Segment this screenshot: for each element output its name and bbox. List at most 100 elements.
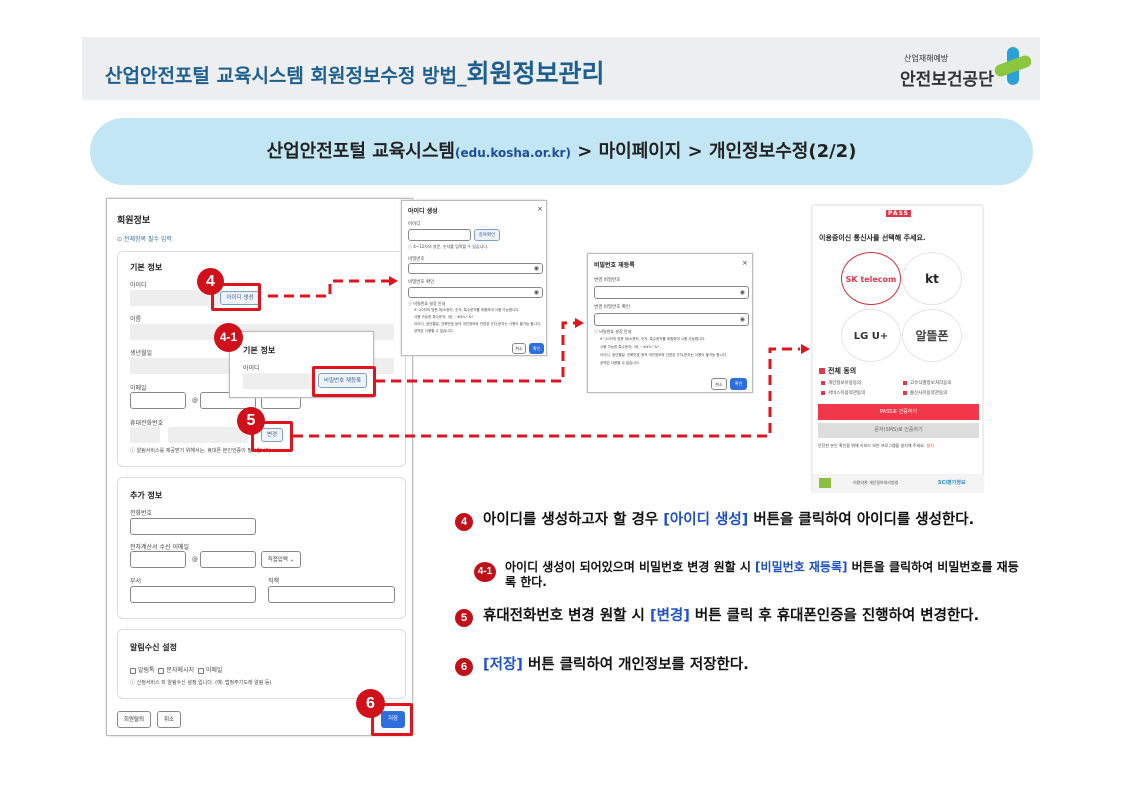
sms-auth-button[interactable]: 문자(SMS)로 인증하기 [818,423,979,438]
email-at: @ [192,397,198,404]
carrier-skt[interactable]: SK telecom [841,252,901,305]
phone-number-field [168,427,248,443]
pass-prompt: 이용중이신 통신사를 선택해 주세요. [819,234,926,242]
guide-item: 아이디, 생년월일, 전화번호 등의 개인정보와 관련된 숫자,문자는 사용이 … [414,322,542,326]
title-prefix: 산업안전포털 교육시스템 회원정보수정 방법_ [105,65,467,87]
highlight-save [371,703,413,736]
alarm-talk-checkbox[interactable]: 알림톡 [130,667,155,674]
arrow-icon [389,276,398,286]
modal-id-input[interactable] [408,229,471,241]
alarm-email-checkbox[interactable]: 이메일 [197,667,222,674]
email-local-input[interactable] [130,392,186,409]
phone-note: ⓘ 알림서비스를 제공받기 위해서는, 휴대폰 본인인증이 필요합니다. [130,448,272,454]
cancel-button[interactable]: 취소 [157,711,181,728]
agreement-item[interactable]: 통신사이용약관동의 [903,390,947,396]
modal-cancel-button[interactable]: 취소 [711,378,727,390]
pw-confirm-input[interactable]: ◉ [408,287,543,298]
logo-text: 안전보건공단 [900,70,994,90]
tax-email-domain-input[interactable] [200,551,256,568]
breadcrumb-path: > 마이페이지 > 개인정보수정(2/2) [570,141,857,162]
carrier-kt[interactable]: kt [902,252,962,305]
instruction-badge-4-1: 4-1 [474,562,496,582]
alarm-note: ⓘ 신청서비스 외 알림수신 설정 입니다. (예: 법정주기도래 알림 등) [130,680,272,686]
chevron-down-icon: ⌄ [289,557,295,563]
guide-item: 아이디, 생년월일, 전화번호 등의 개인정보와 관련된 숫자,문자는 사용이 … [600,353,728,357]
modal-cancel-button[interactable]: 취소 [512,343,526,354]
change-phone-button[interactable]: 변경 [261,428,283,442]
pass-footer: 이용약관 개인정보처리방침 SCI평가정보 [813,474,984,493]
modal-ok-button[interactable]: 확인 [730,378,747,390]
carrier-mvno[interactable]: 알뜰폰 [902,309,962,362]
tax-email-label: 전자계산서 수신 이메일 [130,544,190,551]
carrier-lgu[interactable]: LG U+ [841,309,901,362]
breadcrumb-site: 산업안전포털 교육시스템 [266,141,455,162]
instruction-badge-5: 5 [455,609,473,627]
pass-auth-screenshot: PASS 이용중이신 통신사를 선택해 주세요. SK telecom kt L… [812,205,984,493]
install-link[interactable]: 설치 [926,443,934,448]
create-id-button[interactable]: 아이디 생성 [220,291,260,305]
withdraw-button[interactable]: 회원탈퇴 [117,711,151,728]
guide-item: 공백은 사용할 수 없습니다. [600,361,640,365]
name-label: 이름 [130,316,142,323]
modal-title: 아이디 생성 [408,208,438,215]
breadcrumb-url: (edu.kosha.or.kr) [455,146,571,160]
agreement-item[interactable]: 고유식별정보처리동의 [903,380,951,386]
new-pw-input[interactable]: ◉ [594,286,749,299]
instruction-4-1: 아이디 생성이 되어있으며 비밀번호 변경 원할 시 [비밀번호 재등록] 버튼… [505,560,1019,589]
alarm-options: 알림톡 문자메시지 이메일 [130,665,222,674]
guide-title: ⓘ 비밀번호 설정 안내 [408,301,446,306]
tel-input[interactable] [130,518,256,535]
alarm-title: 알림수신 설정 [130,643,177,652]
tax-email-select[interactable]: 직접입력 ⌄ [261,551,301,568]
pw-input[interactable]: ◉ [408,263,543,274]
position-input[interactable] [268,586,395,603]
arrow-icon [575,318,584,328]
repw-button[interactable]: 비밀번호 재등록 [318,373,367,388]
kosha-cross-logo-icon [994,47,1032,85]
footer-links[interactable]: 이용약관 개인정보처리방침 [853,480,899,485]
agreement-item[interactable]: 서비스이용약관동의 [821,390,865,396]
modal-id-label: 아이디 [408,222,421,227]
dept-input[interactable] [130,586,256,603]
instruction-badge-6: 6 [455,658,473,676]
tel-label: 전화번호 [130,510,153,517]
duplicate-check-button[interactable]: 중복확인 [474,229,500,241]
modal-ok-button[interactable]: 확인 [529,343,544,354]
position-label: 직책 [268,578,280,585]
step-badge-4-1: 4-1 [214,323,243,352]
pass-auth-button[interactable]: PASS로 인증하기 [818,404,979,420]
eye-icon[interactable]: ◉ [533,265,539,272]
guide-title: ⓘ 비밀번호 설정 안내 [594,329,632,334]
eye-icon[interactable]: ◉ [739,289,745,296]
popup-basic-title: 기본 정보 [243,346,276,355]
connector-5 [293,347,800,438]
guide-item: 사용 가능한 특수문자: !@_~#$%^&* [600,345,659,349]
agreement-item[interactable]: 개인정보이용동의 [821,380,861,386]
select-value: 직접입력 [267,557,288,563]
guide-item: 9~20자의 영문 대/소문자, 숫자, 특수문자를 조합하여 사용 가능합니다… [414,308,520,312]
eye-icon[interactable]: ◉ [739,316,745,323]
step-badge-6: 6 [356,689,385,718]
new-pw-label: 변경 비밀번호 [594,278,621,283]
tax-email-local-input[interactable] [130,551,186,568]
alarm-sms-checkbox[interactable]: 문자메시지 [158,667,194,674]
instruction-6: [저장] 버튼 클릭하여 개인정보를 저장한다. [483,657,749,673]
close-icon[interactable]: × [537,205,543,213]
eye-icon[interactable]: ◉ [533,289,539,296]
connector-4-1 [375,321,575,383]
email-label: 이메일 [130,385,147,392]
agree-all-checkbox[interactable]: 전체 동의 [819,366,856,376]
sci-brand: SCI평가정보 [938,480,966,486]
new-pw-confirm-input[interactable]: ◉ [594,313,749,326]
id-field[interactable] [130,290,220,306]
alarm-card: 알림수신 설정 알림톡 문자메시지 이메일 ⓘ 신청서비스 외 알림수신 설정 … [117,629,406,699]
popup-id-field [243,373,313,389]
close-icon[interactable]: × [742,259,748,267]
phone-prefix-field [130,427,160,443]
birth-label: 생년월일 [130,350,153,357]
instruction-badge-4: 4 [455,513,473,531]
id-label: 아이디 [130,282,147,289]
tax-email-at: @ [192,556,198,563]
save-button[interactable]: 저장 [381,711,405,728]
